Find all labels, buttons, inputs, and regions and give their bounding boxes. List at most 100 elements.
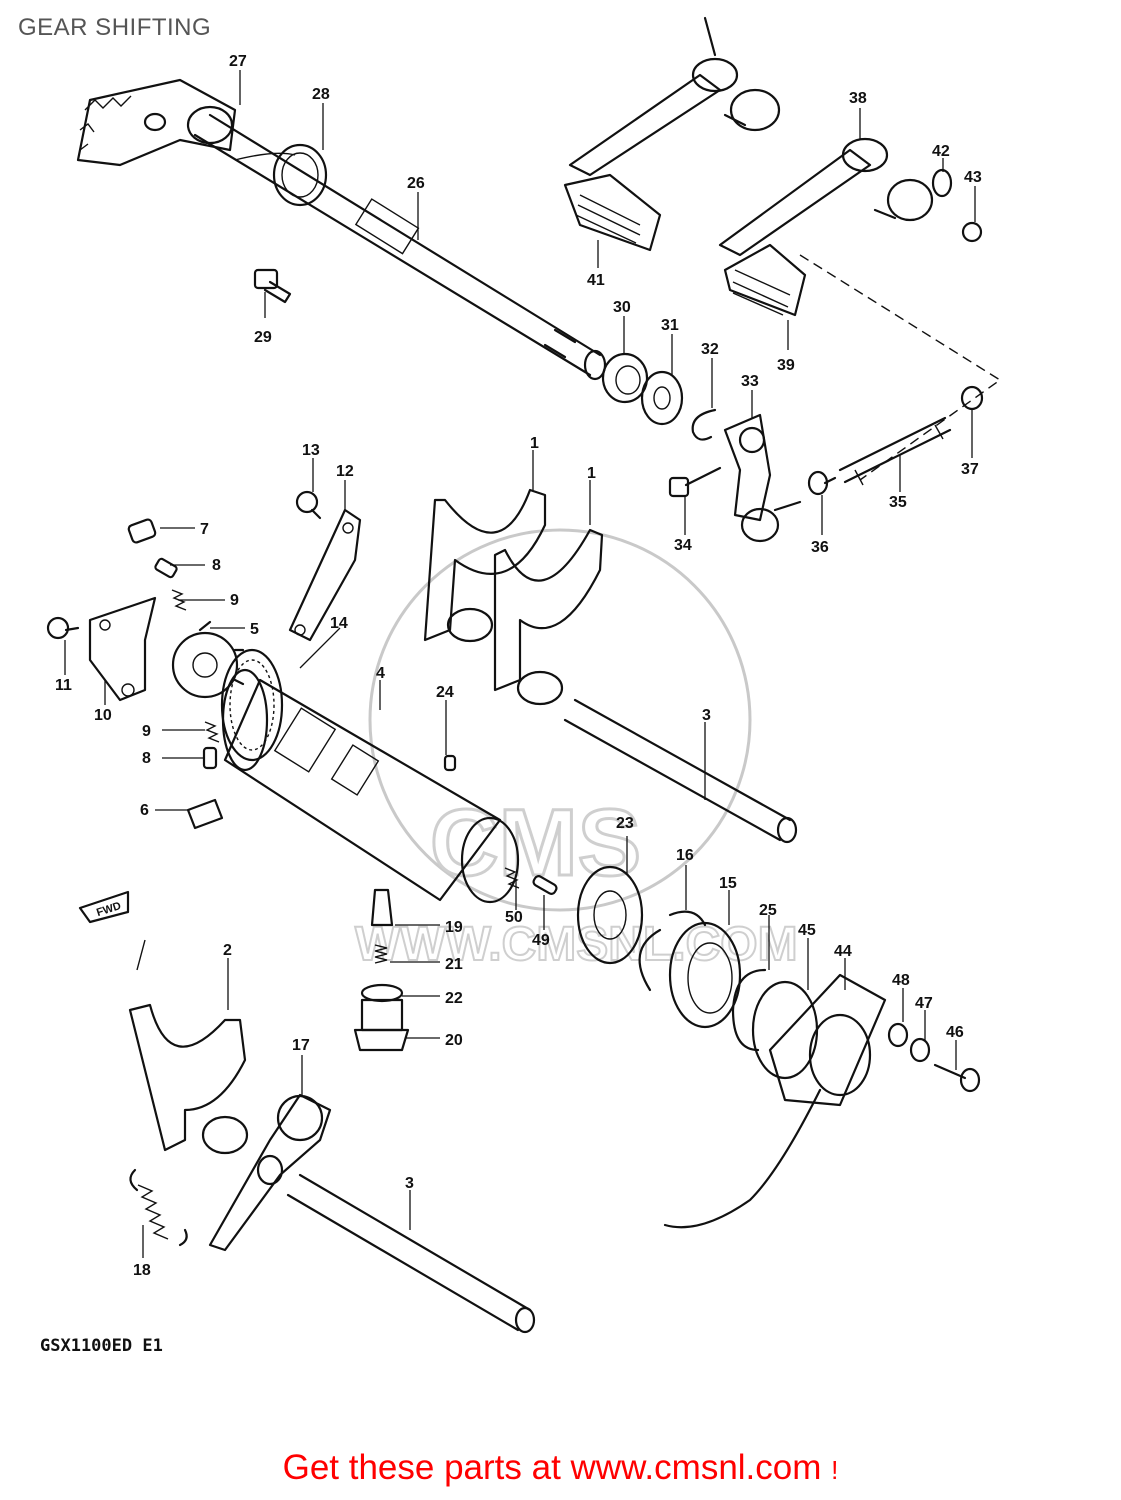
spring-21 <box>374 944 388 964</box>
shift-fork-rear <box>423 488 547 643</box>
callout-22: 22 <box>445 990 463 1007</box>
washer-48 <box>887 1022 909 1048</box>
callout-19: 19 <box>445 919 463 936</box>
shift-lever-upper <box>563 16 781 252</box>
callout-8: 8 <box>142 750 151 767</box>
page-title: GEAR SHIFTING <box>18 14 212 41</box>
switch-contact-19 <box>370 888 394 927</box>
callout-48: 48 <box>892 972 910 989</box>
model-code: GSX1100ED E1 <box>40 1336 163 1356</box>
forward-arrow-icon: FWD <box>78 890 130 924</box>
callout-2: 2 <box>223 942 232 959</box>
gear-sector-arm <box>76 78 237 167</box>
guide-plate-12 <box>288 508 362 642</box>
shift-shaft <box>193 113 607 381</box>
callout-26: 26 <box>407 175 425 192</box>
pin-24 <box>443 754 457 772</box>
bolt-29 <box>253 268 292 304</box>
circlip-32 <box>691 408 717 441</box>
callout-39: 39 <box>777 357 795 374</box>
callout-45: 45 <box>798 922 816 939</box>
fork-shaft-lower <box>286 1173 536 1334</box>
oil-seal <box>601 352 649 404</box>
callout-11: 11 <box>55 677 72 694</box>
callout-30: 30 <box>613 299 631 316</box>
callout-3: 3 <box>702 707 711 724</box>
spring-50 <box>504 867 520 889</box>
callout-46: 46 <box>946 1024 964 1041</box>
pin-49 <box>532 875 558 895</box>
callout-14: 14 <box>330 615 348 632</box>
return-spring <box>234 143 328 207</box>
callout-24: 24 <box>436 684 454 701</box>
callout-28: 28 <box>312 86 330 103</box>
cover-44 <box>663 973 887 1229</box>
callout-34: 34 <box>674 537 692 554</box>
callout-7: 7 <box>200 521 209 538</box>
callout-31: 31 <box>661 317 679 334</box>
cam-stopper-5 <box>171 620 245 699</box>
callout-15: 15 <box>719 875 737 892</box>
pin-7 <box>127 518 157 544</box>
callout-50: 50 <box>505 909 523 926</box>
stopper-6 <box>186 798 224 830</box>
callout-10: 10 <box>94 707 112 724</box>
callout-9: 9 <box>230 592 239 609</box>
shift-lever-lower <box>718 137 934 317</box>
callout-13: 13 <box>302 442 320 459</box>
nut-37 <box>960 385 984 411</box>
callout-1: 1 <box>530 435 539 452</box>
fork-shaft-upper <box>563 698 798 844</box>
callout-numbers: 1 1 2 3 3 4 5 6 7 8 8 9 9 10 11 12 13 14… <box>55 53 982 1279</box>
shift-drum <box>221 668 520 904</box>
callout-35: 35 <box>889 494 907 511</box>
gearshift-cam-arm <box>208 1093 332 1252</box>
callout-29: 29 <box>254 329 272 346</box>
screw-11 <box>46 616 80 640</box>
callout-6: 6 <box>140 802 149 819</box>
shift-fork-middle <box>493 528 604 706</box>
callout-42: 42 <box>932 143 950 160</box>
callout-33: 33 <box>741 373 759 390</box>
callout-49: 49 <box>532 932 550 949</box>
callout-9: 9 <box>142 723 151 740</box>
callout-8: 8 <box>212 557 221 574</box>
callout-43: 43 <box>964 169 982 186</box>
callout-23: 23 <box>616 815 634 832</box>
watermark-logo-text: CMS <box>430 790 641 896</box>
callout-47: 47 <box>915 995 933 1012</box>
o-ring-22 <box>360 983 404 1003</box>
callout-1: 1 <box>587 465 596 482</box>
callout-27: 27 <box>229 53 247 70</box>
washer-47 <box>909 1037 931 1063</box>
cms-watermark: CMS WWW.CMSNL.COM <box>354 528 799 972</box>
callout-41: 41 <box>587 272 605 289</box>
retainer-25 <box>731 968 767 1052</box>
callout-16: 16 <box>676 847 694 864</box>
callout-3: 3 <box>405 1175 414 1192</box>
cam-driven-gear-23 <box>576 865 644 965</box>
shift-fork-lower <box>128 939 249 1155</box>
washer-31 <box>640 370 684 426</box>
circlip-43 <box>961 221 983 243</box>
nut-36 <box>807 470 829 496</box>
callout-37: 37 <box>961 461 979 478</box>
assembly-dashed-line <box>799 254 1002 481</box>
cta-text[interactable]: Get these parts at www.cmsnl.com <box>282 1448 822 1487</box>
watermark-url-text: WWW.CMSNL.COM <box>355 918 798 971</box>
callout-36: 36 <box>811 539 829 556</box>
bolt-34 <box>668 466 722 498</box>
shift-rod <box>823 416 952 486</box>
plug-20 <box>353 998 410 1052</box>
callout-17: 17 <box>292 1037 310 1054</box>
gear-shifting-exploded-diagram: CMS WWW.CMSNL.COM <box>46 16 1002 1334</box>
drum-gear-14 <box>220 648 284 762</box>
parts-cta-link[interactable]: Get these parts at www.cmsnl.com ! <box>0 1448 1121 1488</box>
cta-exclamation: ! <box>831 1455 839 1485</box>
callout-4: 4 <box>376 665 385 682</box>
screw-13 <box>295 490 322 520</box>
pin-8-lower <box>202 746 218 770</box>
washer-42 <box>931 168 953 198</box>
callout-12: 12 <box>336 463 354 480</box>
callout-32: 32 <box>701 341 719 358</box>
